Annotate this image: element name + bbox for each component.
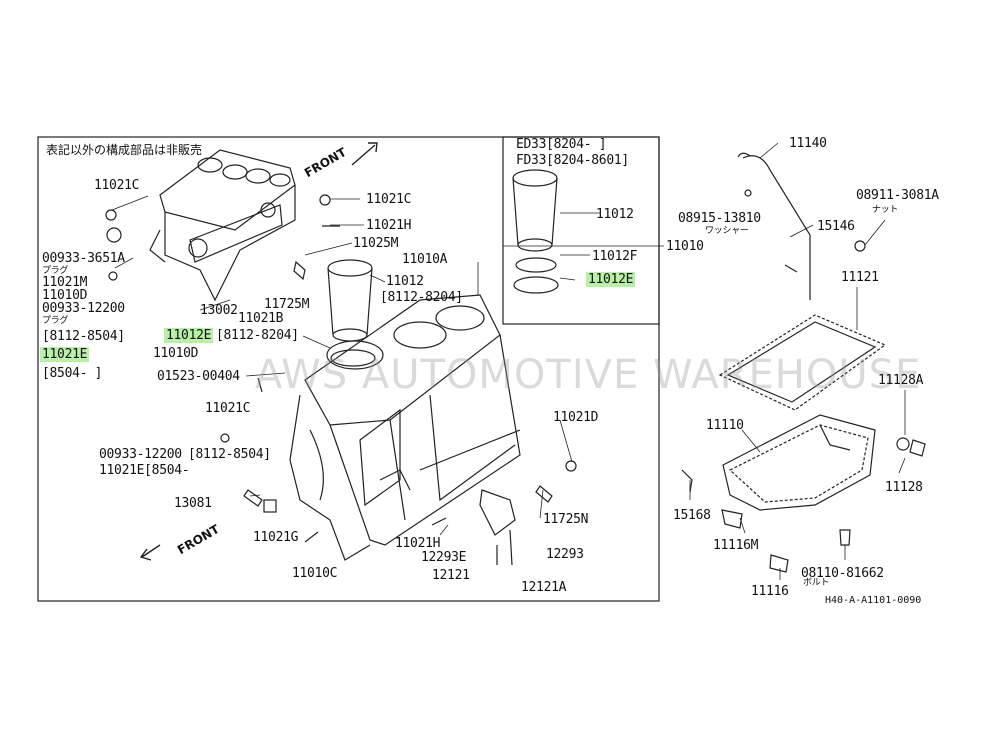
part-01523-00404[interactable]: 01523-00404	[157, 369, 240, 384]
part-11010a[interactable]: 11010A	[402, 252, 448, 267]
range-8112-8504-a: [8112-8504]	[42, 329, 125, 344]
part-11021h-a[interactable]: 11021H	[366, 218, 412, 233]
main-frame	[37, 136, 660, 602]
part-11012e-inset-highlighted[interactable]: 11012E	[586, 272, 636, 287]
part-11012-inset[interactable]: 11012	[596, 207, 634, 222]
part-11021h-b[interactable]: 11021H	[395, 536, 441, 551]
part-11725n[interactable]: 11725N	[543, 512, 589, 527]
inset-liner-drawing	[512, 169, 559, 294]
range-8504-a: [8504- ]	[42, 366, 103, 381]
liner-drawing	[327, 259, 376, 367]
part-12293[interactable]: 12293	[546, 547, 584, 562]
part-11116[interactable]: 11116	[751, 584, 789, 599]
part-12293e[interactable]: 12293E	[421, 550, 467, 565]
pan-gasket-drawing	[718, 314, 887, 411]
part-00933-3651a[interactable]: 00933-3651A	[42, 251, 125, 266]
drawing-code: H40-A-A1101-0090	[825, 595, 922, 606]
part-11021c-b[interactable]: 11021C	[366, 192, 412, 207]
range-8112-8504-b: [8112-8504]	[188, 447, 271, 462]
range-8112-8204-b: [8112-8204]	[216, 328, 299, 343]
plug-11021c	[105, 209, 117, 221]
oil-pan-drawing	[722, 414, 876, 511]
part-11012f[interactable]: 11012F	[592, 249, 638, 264]
part-11010c[interactable]: 11010C	[292, 566, 338, 581]
inset-fd33-range: FD33[8204-8601]	[516, 153, 629, 168]
part-11021b[interactable]: 11021B	[238, 311, 284, 326]
part-11021e-highlighted[interactable]: 11021E	[40, 347, 90, 362]
part-13081[interactable]: 13081	[174, 496, 212, 511]
part-11010d-b[interactable]: 11010D	[153, 346, 199, 361]
range-8112-8204-a: [8112-8204]	[380, 290, 463, 305]
plug-caption-2: プラグ	[42, 316, 69, 326]
part-11021d[interactable]: 11021D	[553, 410, 599, 425]
part-11121[interactable]: 11121	[841, 270, 879, 285]
part-11010[interactable]: 11010	[666, 239, 704, 254]
part-11128[interactable]: 11128	[885, 480, 923, 495]
dipstick-drawing	[737, 152, 811, 300]
part-11021c-a[interactable]: 11021C	[94, 178, 140, 193]
part-11725m[interactable]: 11725M	[264, 297, 310, 312]
part-11021g[interactable]: 11021G	[253, 530, 299, 545]
part-08110-81662[interactable]: 08110-81662	[801, 566, 884, 581]
part-11012[interactable]: 11012	[386, 274, 424, 289]
nut-caption: ナット	[872, 205, 899, 215]
part-12121[interactable]: 12121	[432, 568, 470, 583]
part-12121a[interactable]: 12121A	[521, 580, 567, 595]
part-11021e-b[interactable]: 11021E[8504-	[99, 463, 190, 478]
part-11010d-a[interactable]: 11010D	[42, 288, 88, 303]
part-11012e-highlighted[interactable]: 11012E	[164, 328, 214, 343]
part-11140[interactable]: 11140	[789, 136, 827, 151]
part-08915-13810[interactable]: 08915-13810	[678, 211, 761, 226]
inset-frame	[502, 136, 660, 325]
part-00933-12200-b[interactable]: 00933-12200	[99, 447, 182, 462]
cylinder-block-drawing	[289, 294, 521, 561]
inset-ed33-range: ED33[8204- ]	[516, 137, 607, 152]
part-11021c-c[interactable]: 11021C	[205, 401, 251, 416]
plug-caption-1: プラグ	[42, 266, 69, 276]
bolt-caption: ボルト	[803, 578, 830, 588]
part-00933-12200-a[interactable]: 00933-12200	[42, 301, 125, 316]
not-sold-note: 表記以外の構成部品は非販売	[46, 143, 203, 157]
washer-caption: ワッシャー	[705, 226, 749, 236]
watermark: AWS AUTOMOTIVE WAREHOUSE	[255, 352, 922, 398]
part-15168[interactable]: 15168	[673, 508, 711, 523]
plug-00933	[106, 227, 122, 243]
part-11021m[interactable]: 11021M	[42, 275, 88, 290]
part-13002[interactable]: 13002	[200, 303, 238, 318]
part-11128a[interactable]: 11128A	[878, 373, 924, 388]
part-11025m[interactable]: 11025M	[353, 236, 399, 251]
part-08911-3081a[interactable]: 08911-3081A	[856, 188, 939, 203]
block-small-drawing	[149, 149, 296, 302]
front-arrow-top	[351, 142, 378, 166]
part-11116m[interactable]: 11116M	[713, 538, 759, 553]
part-15146[interactable]: 15146	[817, 219, 855, 234]
part-11110[interactable]: 11110	[706, 418, 744, 433]
front-arrow-bottom	[139, 544, 161, 561]
